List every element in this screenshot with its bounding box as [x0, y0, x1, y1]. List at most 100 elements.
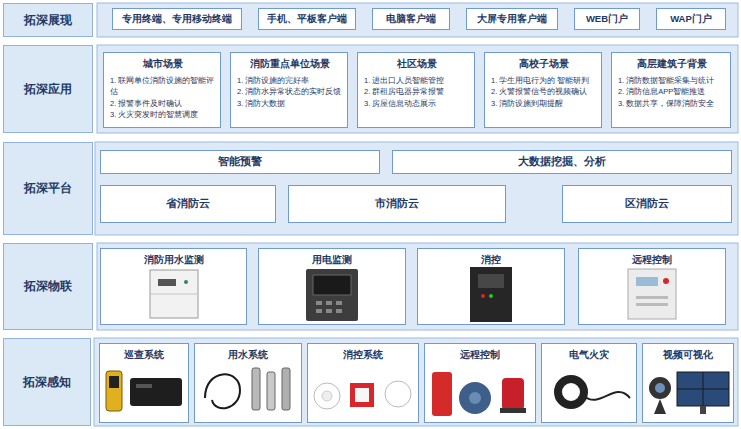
- vent: [636, 303, 668, 306]
- cabinet-body: [470, 267, 512, 322]
- smoke-detector: [322, 391, 332, 401]
- button: [336, 309, 342, 313]
- box-title: 拓深物联: [24, 278, 72, 295]
- box-title: WAP门户: [670, 13, 712, 26]
- box-title: 视频可视化: [663, 348, 713, 362]
- row-panel: [97, 243, 738, 330]
- electrical-sensors: [558, 379, 630, 405]
- box-ground: [417, 248, 565, 325]
- stand: [700, 406, 706, 414]
- box-ground: [258, 248, 406, 325]
- button: [316, 301, 322, 305]
- device-box: 视频可视化: [642, 343, 734, 423]
- heat-detector: [385, 381, 411, 407]
- box-title: 用电监测: [312, 253, 352, 267]
- box-title: 远程控制: [632, 253, 672, 267]
- call-point: [355, 388, 369, 402]
- layer-label: 拓深感知: [3, 338, 91, 426]
- box-item: 2. 消防信息APP智能推送: [618, 86, 725, 97]
- row-panel: [97, 3, 738, 37]
- scenario-box: 高层建筑子背景 1. 消防数据智能采集与统计2. 消防信息APP智能推送3. 数据…: [611, 52, 731, 128]
- box-item: 2. 火警报警信号的视频确认: [491, 86, 596, 97]
- alarm: [502, 378, 524, 410]
- box-title: WEB门户: [586, 13, 628, 26]
- smoke-detector: [314, 383, 340, 409]
- box-title: 拓深展现: [24, 12, 72, 29]
- device-box: 消防用水监测: [100, 248, 247, 325]
- device-box: 电气火灾: [541, 343, 637, 423]
- layer-label: 拓深应用: [3, 45, 93, 133]
- fire-control-cabinet: [470, 267, 512, 322]
- scenario-box: 社区场景 1. 进出口人员智能管控2. 群租房电器异常报警3. 房屋信息动态展示: [357, 52, 475, 128]
- remote-control-unit: [628, 269, 676, 319]
- cable: [584, 392, 630, 400]
- monitor-wall: [677, 372, 729, 406]
- client-box: 大屏专用客户端: [466, 8, 558, 30]
- platform-box: 省消防云: [100, 185, 276, 223]
- sensor: [252, 368, 260, 410]
- water-monitor-cabinet: [150, 270, 198, 318]
- box-title: 社区场景: [364, 57, 469, 71]
- lens: [655, 383, 665, 393]
- box-title: 拓深应用: [24, 81, 72, 98]
- box-item: 3. 数据共享，保障消防安全: [618, 98, 725, 109]
- fan: [459, 382, 491, 414]
- pump: [432, 372, 452, 416]
- panel-body: [306, 269, 358, 321]
- client-box: 手机、平板客户端: [258, 8, 356, 30]
- box-item: 2. 消防水异常状态的实时反馈: [237, 86, 342, 97]
- box-item: 1. 学生用电行为的 智能研判: [491, 75, 596, 86]
- box-title: 巡查系统: [124, 348, 164, 362]
- layer-label: 拓深平台: [3, 142, 93, 235]
- bezel: [677, 389, 729, 390]
- box-item: 3. 消防设施到期提醒: [491, 98, 596, 109]
- vent: [636, 296, 668, 299]
- box-item: 2. 报警事件及时确认: [110, 98, 215, 109]
- box-title: 电气火灾: [569, 348, 609, 362]
- box-title: 高层建筑子背景: [618, 57, 725, 71]
- row-panel: [97, 45, 738, 133]
- box-title: 城市场景: [110, 57, 215, 71]
- box-item: 1. 进出口人员智能管控: [364, 75, 469, 86]
- box-title: 电脑客户端: [386, 13, 436, 26]
- row-panel: [95, 142, 738, 235]
- platform-box: 市消防云: [288, 185, 506, 223]
- alarm-base: [500, 408, 526, 413]
- box-item: 1. 消防设施的完好率: [237, 75, 342, 86]
- box-title: 大屏专用客户端: [477, 13, 547, 26]
- box-title: 省消防云: [166, 197, 210, 211]
- device-box: 用水系统: [194, 343, 302, 423]
- box-item: 3. 火灾突发时的智慧调度: [110, 109, 215, 120]
- device-box: 用电监测: [258, 248, 406, 325]
- call-point: [350, 383, 374, 407]
- scenario-box: 城市场景 1. 联网单位消防设施的智能评估2. 报警事件及时确认3. 火灾突发时的…: [103, 52, 221, 128]
- box-item: 1. 联网单位消防设施的智能评估: [110, 75, 215, 98]
- box-item: 3. 房屋信息动态展示: [364, 98, 469, 109]
- seam: [150, 294, 198, 295]
- box-title: 消控系统: [343, 348, 383, 362]
- layer-label: 拓深物联: [3, 243, 93, 330]
- box-ground: [541, 343, 637, 423]
- box-title: 专用终端、专用移动终端: [122, 13, 232, 26]
- button: [326, 309, 332, 313]
- cabinet-body: [150, 270, 198, 318]
- client-box: WEB门户: [574, 8, 640, 30]
- device-box: 远程控制: [578, 248, 726, 325]
- box-item: 1. 消防数据智能采集与统计: [618, 75, 725, 86]
- box-title: 消控: [481, 253, 501, 267]
- recorder: [130, 378, 182, 406]
- box-title: 高校子场景: [491, 57, 596, 71]
- box-title: 消防重点单位场景: [237, 57, 342, 71]
- webcam: [649, 377, 671, 399]
- patrol-devices: [106, 371, 182, 411]
- row-panel: [94, 338, 738, 426]
- button: [336, 301, 342, 305]
- box-ground: [578, 248, 726, 325]
- box-ground: [194, 343, 302, 423]
- platform-box: 区消防云: [562, 185, 732, 223]
- box-item: 2. 群租房电器异常报警: [364, 86, 469, 97]
- box-ground: [99, 343, 189, 423]
- box-ground: [642, 343, 734, 423]
- box-title: 拓深平台: [24, 180, 72, 197]
- sensor: [267, 372, 275, 410]
